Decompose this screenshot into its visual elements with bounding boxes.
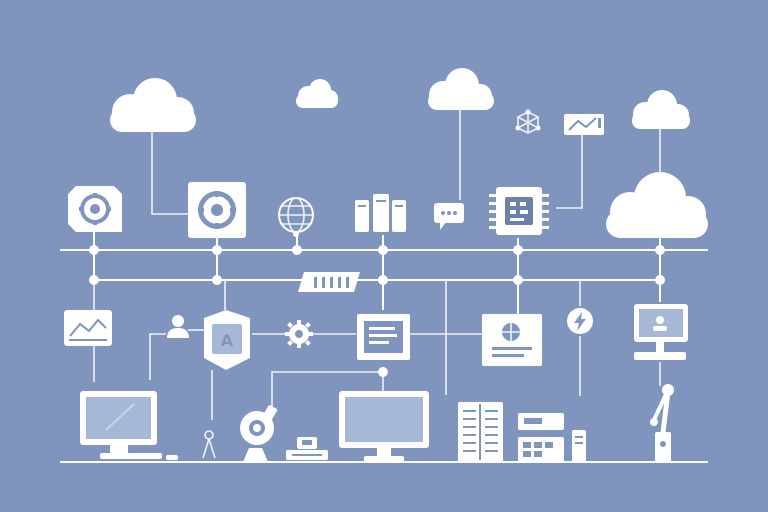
desktop-monitor-icon[interactable] (634, 304, 688, 360)
cpu-chip-icon (489, 187, 549, 235)
line-chart-icon (564, 114, 604, 135)
settings-icon[interactable] (285, 320, 313, 348)
report-icon[interactable] (482, 314, 542, 366)
gear-badge-icon (68, 186, 122, 232)
microscope-icon (202, 430, 216, 459)
control-panel-icon (518, 413, 586, 462)
keypad-icon[interactable] (298, 272, 360, 292)
lightning-icon[interactable] (567, 308, 593, 334)
gear-box-icon[interactable] (188, 182, 246, 238)
lab-equipment-icon (240, 405, 278, 462)
junction-dots (89, 245, 665, 377)
monitor-icon[interactable] (339, 391, 429, 462)
server-rack-icon (458, 402, 503, 462)
user-icon (167, 315, 189, 338)
cloud-icon-small (296, 79, 338, 108)
molecule-icon (515, 109, 541, 134)
cloud-icon (110, 78, 196, 132)
cloud-icon-large (606, 172, 708, 238)
document-box-icon[interactable] (357, 314, 410, 360)
database-icon (355, 194, 406, 232)
globe-icon (278, 197, 314, 237)
chat-bubble-icon[interactable] (434, 203, 464, 230)
laptop-icon[interactable] (80, 391, 178, 460)
shield-icon[interactable]: A (204, 310, 250, 370)
printer-icon (286, 437, 328, 460)
small-chart-icon (64, 310, 112, 346)
cloud-icon-top (428, 68, 494, 110)
robot-arm-icon (650, 384, 674, 462)
panel-label: A (221, 331, 234, 350)
cloud-icon-right (632, 90, 690, 129)
